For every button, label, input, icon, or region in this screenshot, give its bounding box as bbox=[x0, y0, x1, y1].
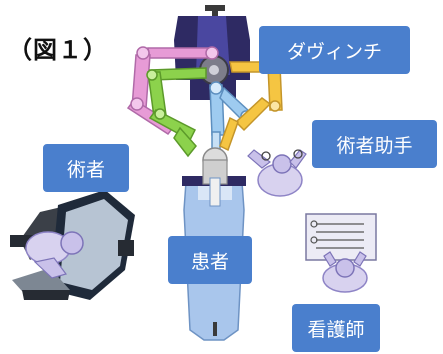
figure-title: （図１） bbox=[8, 36, 108, 64]
assistant-person bbox=[247, 149, 307, 197]
surgeon-console bbox=[10, 190, 135, 300]
label-surgeon: 術者 bbox=[43, 144, 129, 192]
robot-arm-green bbox=[146, 67, 207, 158]
label-assistant: 術者助手 bbox=[312, 120, 437, 168]
label-nurse: 看護師 bbox=[292, 304, 380, 352]
label-patient: 患者 bbox=[168, 236, 252, 284]
nurse-station bbox=[305, 213, 377, 293]
label-davinci: ダヴィンチ bbox=[259, 26, 410, 74]
